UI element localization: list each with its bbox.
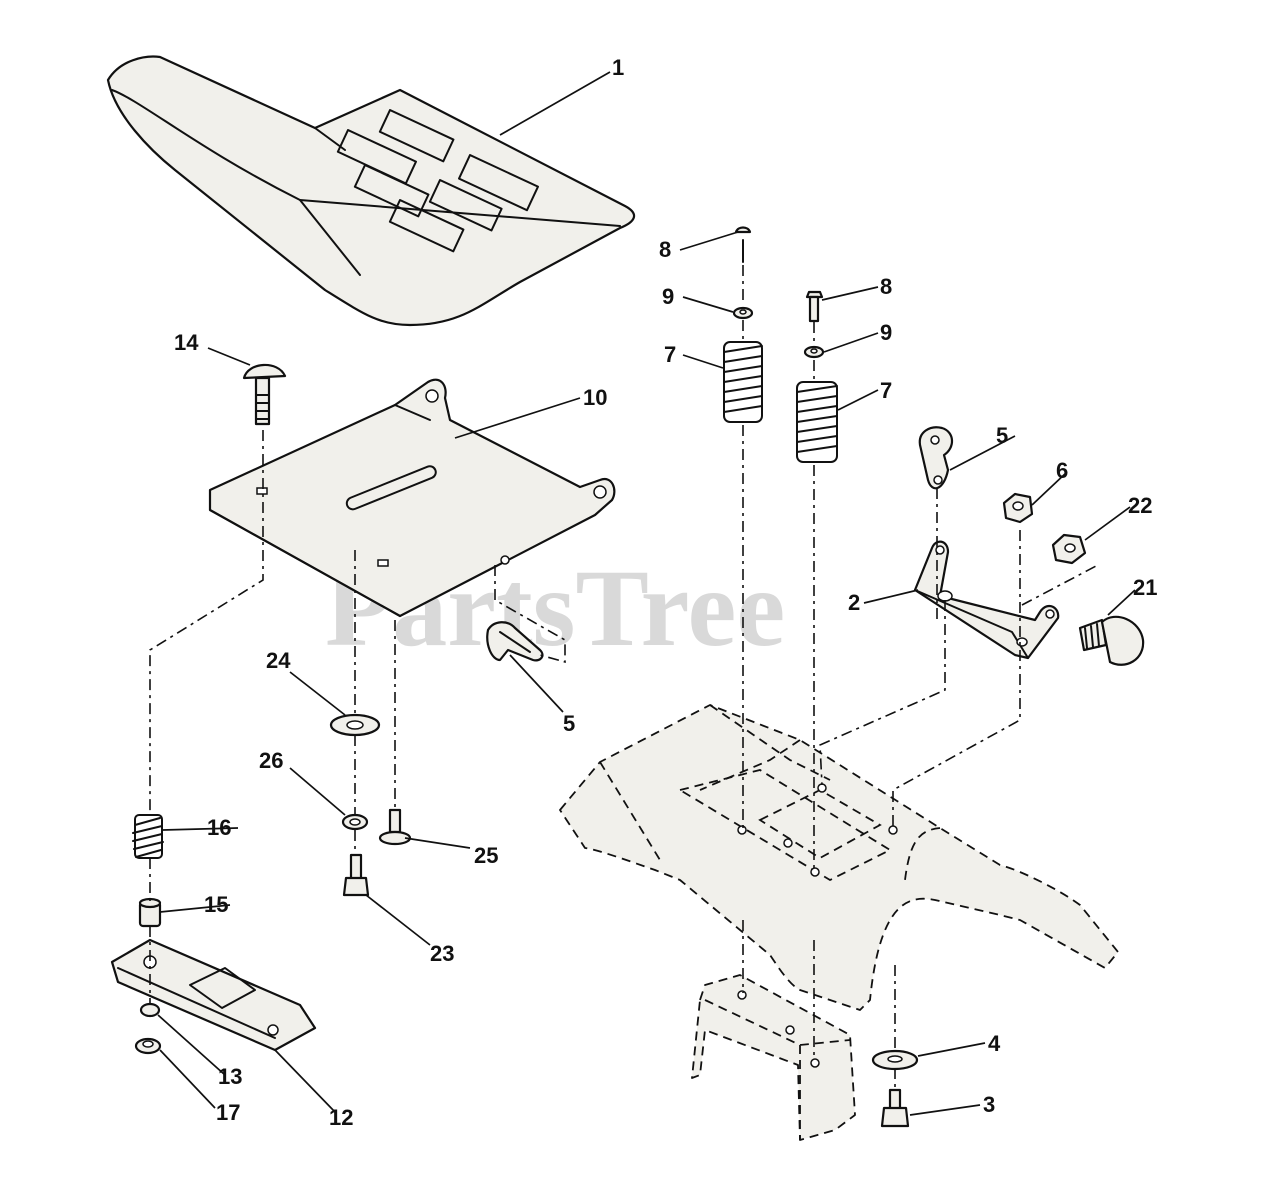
callout-21: 21 xyxy=(1133,575,1157,600)
seat-bracket-plate xyxy=(110,938,317,1052)
nut-6 xyxy=(1002,492,1034,524)
callout-12: 12 xyxy=(329,1105,353,1130)
fender-frame xyxy=(559,704,1119,1011)
carriage-bolt xyxy=(242,363,287,426)
callout-6: 6 xyxy=(1056,458,1068,483)
flange-bolt-25 xyxy=(378,808,412,846)
callout-24: 24 xyxy=(266,648,291,673)
clip-right xyxy=(918,426,954,490)
callout-1: 1 xyxy=(612,55,624,80)
callout-7-left: 7 xyxy=(664,342,676,367)
callout-17: 17 xyxy=(216,1100,240,1125)
spring-7-left xyxy=(723,341,763,423)
bolt-8-left xyxy=(734,226,752,263)
seat-switch xyxy=(1078,615,1145,666)
callout-labels: 1 10 14 5 24 26 25 16 15 23 13 17 12 8 9… xyxy=(174,55,1157,1130)
spring-7-right xyxy=(796,381,838,463)
callout-9-right: 9 xyxy=(880,320,892,345)
callout-2: 2 xyxy=(848,590,860,615)
callout-3: 3 xyxy=(983,1092,995,1117)
seat xyxy=(106,55,636,327)
washer-9-right xyxy=(803,345,825,359)
lock-washer-26 xyxy=(341,813,369,831)
flange-nut-17 xyxy=(134,1037,162,1055)
callout-22: 22 xyxy=(1128,493,1152,518)
callout-13: 13 xyxy=(218,1064,242,1089)
callout-8-left: 8 xyxy=(659,237,671,262)
nut-22 xyxy=(1051,533,1087,565)
callout-5-left: 5 xyxy=(563,711,575,736)
switch-bracket xyxy=(913,540,1060,660)
callout-25: 25 xyxy=(474,843,498,868)
leader-lines xyxy=(157,71,1136,1116)
callout-9-left: 9 xyxy=(662,284,674,309)
washer-9-left xyxy=(732,306,754,320)
callout-16: 16 xyxy=(207,815,231,840)
bolt-8-right xyxy=(805,290,824,323)
spacer-15 xyxy=(138,897,162,928)
assembly-lines xyxy=(149,265,1099,1090)
callout-5-right: 5 xyxy=(996,423,1008,448)
spring-16 xyxy=(132,814,164,859)
hex-bolt-3 xyxy=(880,1088,910,1128)
callout-8-right: 8 xyxy=(880,274,892,299)
callout-23: 23 xyxy=(430,941,454,966)
seat-pan xyxy=(208,378,616,618)
callout-26: 26 xyxy=(259,748,283,773)
callout-14: 14 xyxy=(174,330,199,355)
hex-bolt-23 xyxy=(342,853,370,897)
nut-13 xyxy=(139,1002,161,1018)
washer-4 xyxy=(871,1049,919,1071)
callout-7-right: 7 xyxy=(880,378,892,403)
washer-24 xyxy=(329,713,381,737)
callout-4: 4 xyxy=(988,1031,1001,1056)
clip-left xyxy=(486,621,544,662)
callout-10: 10 xyxy=(583,385,607,410)
callout-15: 15 xyxy=(204,892,228,917)
